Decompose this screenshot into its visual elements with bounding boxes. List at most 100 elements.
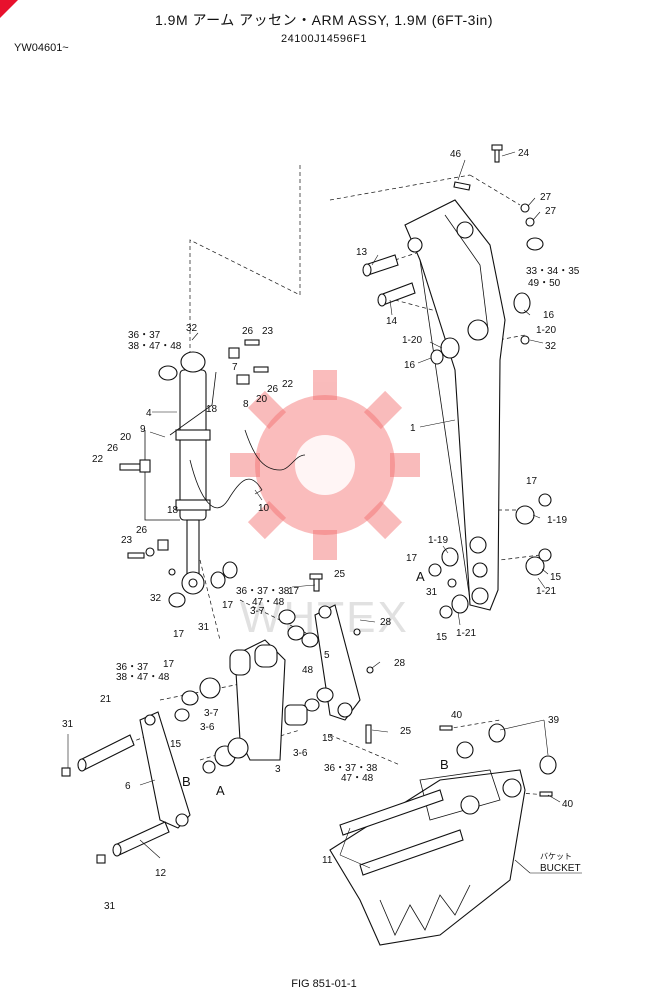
bucket xyxy=(329,723,557,946)
callout-28-top: 28 xyxy=(380,617,392,628)
callout-27-lower: 27 xyxy=(545,206,557,217)
callout-49-50: 49・50 xyxy=(528,278,561,289)
callout-31-mid: 31 xyxy=(198,622,210,633)
diagram-title: 1.9M アーム アッセン・ARM ASSY, 1.9M (6FT-3in) xyxy=(155,12,493,28)
callout-15-lower: 15 xyxy=(436,632,448,643)
callout-32-lower: 32 xyxy=(150,593,162,604)
callout-27-upper: 27 xyxy=(540,192,552,203)
callout-18-top: 18 xyxy=(206,404,218,415)
callout-47-48-mid: 47・48 xyxy=(252,597,285,608)
callout-17-right-mid: 17 xyxy=(288,586,300,597)
callout-B-link: B xyxy=(182,774,191,789)
callout-31-arm: 31 xyxy=(426,587,438,598)
callout-22-left: 22 xyxy=(92,454,104,465)
callout-32-right: 32 xyxy=(545,341,557,352)
callout-11: 11 xyxy=(322,855,333,866)
callout-4: 4 xyxy=(146,408,152,419)
callout-17-center: 17 xyxy=(222,600,234,611)
callout-24: 24 xyxy=(518,148,530,159)
callout-22-top: 22 xyxy=(282,379,294,390)
callout-B-bucket: B xyxy=(440,757,449,772)
callout-10: 10 xyxy=(258,503,270,514)
callout-8: 8 xyxy=(243,399,249,410)
callout-15-right: 15 xyxy=(550,572,562,583)
callout-36-37-mid: 36・37 xyxy=(116,662,149,673)
callout-31-bottom: 31 xyxy=(104,901,116,912)
bucket-label-jp: バケット xyxy=(540,852,572,861)
callout-18-lower: 18 xyxy=(167,505,179,516)
callout-9: 9 xyxy=(140,424,146,435)
callout-40-top: 40 xyxy=(451,710,463,721)
callout-25-lower: 25 xyxy=(400,726,412,737)
callout-6: 6 xyxy=(125,781,131,792)
callout-26-left: 26 xyxy=(107,443,119,454)
callout-36-37-top: 36・37 xyxy=(128,330,161,341)
assembly-part-number: 24100J14596F1 xyxy=(280,33,367,45)
callout-16-right: 16 xyxy=(543,310,555,321)
callout-A-arm: A xyxy=(416,569,425,584)
callout-20-top: 20 xyxy=(256,394,268,405)
link-part-3 xyxy=(174,639,286,774)
callout-15-link6: 15 xyxy=(170,739,182,750)
callout-47-48-lower: 47・48 xyxy=(341,773,374,784)
callout-3-7-lower: 3-7 xyxy=(204,708,219,719)
callout-1-21-lower: 1-21 xyxy=(456,628,476,639)
callout-labels: 46 24 27 27 13 14 33・34・35 49・50 16 1-20… xyxy=(62,148,581,912)
callout-48: 48 xyxy=(302,665,314,676)
callout-17-mid-left: 17 xyxy=(163,659,175,670)
link-part-5 xyxy=(278,604,374,744)
callout-1-21-right: 1-21 xyxy=(536,586,556,597)
callout-17-mid: 17 xyxy=(406,553,418,564)
callout-20-left: 20 xyxy=(120,432,132,443)
callout-21: 21 xyxy=(100,694,112,705)
callout-36-37-38-mid: 36・37・38 xyxy=(236,586,290,597)
callout-40-lower: 40 xyxy=(562,799,574,810)
left-fasteners xyxy=(119,339,323,608)
callout-39: 39 xyxy=(548,715,560,726)
serial-range: YW04601~ xyxy=(14,42,69,54)
callout-36-37-38-lower: 36・37・38 xyxy=(324,763,378,774)
callout-38-47-48-top: 38・47・48 xyxy=(128,341,182,352)
callout-3-6-lower: 3-6 xyxy=(293,748,308,759)
callout-25-top: 25 xyxy=(334,569,346,580)
callout-31-left: 31 xyxy=(62,719,74,730)
callout-5: 5 xyxy=(324,650,330,661)
callout-46: 46 xyxy=(450,149,462,160)
link-part-6-and-pins xyxy=(61,711,191,864)
callout-33-34-35: 33・34・35 xyxy=(526,266,580,277)
callout-23-lower: 23 xyxy=(121,535,133,546)
figure-number: FIG 851-01-1 xyxy=(291,978,357,990)
callout-15-link: 15 xyxy=(322,733,334,744)
callout-7: 7 xyxy=(232,362,238,373)
callout-23-top: 23 xyxy=(262,326,274,337)
callout-16-left: 16 xyxy=(404,360,416,371)
callout-26-mid: 26 xyxy=(267,384,279,395)
callout-1-20-left: 1-20 xyxy=(402,335,422,346)
cylinder-part-4 xyxy=(158,351,211,595)
callout-A-link: A xyxy=(216,783,225,798)
callout-32-top: 32 xyxy=(186,323,198,334)
callout-38-47-48-mid: 38・47・48 xyxy=(116,672,170,683)
pins-13-14 xyxy=(362,254,416,307)
callout-3-7-top: 3-7 xyxy=(250,606,265,617)
top-fasteners xyxy=(428,144,552,619)
callout-1-19-right: 1-19 xyxy=(547,515,567,526)
callout-13: 13 xyxy=(356,247,368,258)
corner-mark xyxy=(0,0,18,18)
callout-26-lower: 26 xyxy=(136,525,148,536)
callout-1: 1 xyxy=(410,423,416,434)
callout-17-left: 17 xyxy=(173,629,185,640)
arm-part-1 xyxy=(404,199,506,611)
callout-28-lower: 28 xyxy=(394,658,406,669)
callout-1-20-right: 1-20 xyxy=(536,325,556,336)
callout-3-6-upper: 3-6 xyxy=(200,722,215,733)
callout-26-top: 26 xyxy=(242,326,254,337)
callout-17-right: 17 xyxy=(526,476,538,487)
callout-1-19-left: 1-19 xyxy=(428,535,448,546)
callout-14: 14 xyxy=(386,316,398,327)
watermark-gear-icon xyxy=(230,370,420,560)
callout-12: 12 xyxy=(155,868,167,879)
callout-3: 3 xyxy=(275,764,281,775)
leader-lines xyxy=(67,151,582,874)
